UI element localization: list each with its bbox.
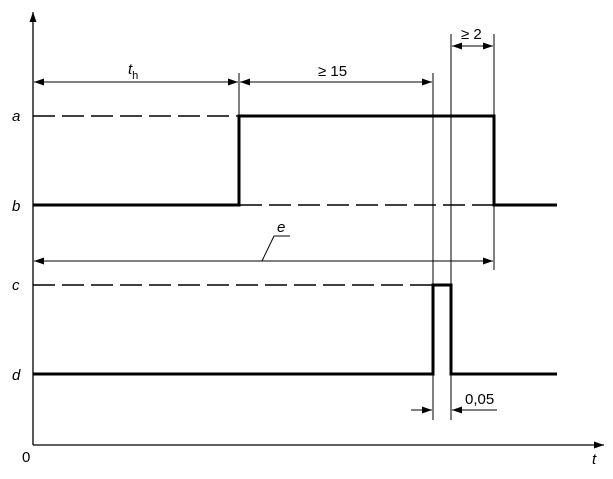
dimension-e-leader — [261, 235, 290, 262]
dimension-th-label: th — [128, 61, 138, 82]
dimension-pulse-label: 0,05 — [465, 391, 494, 408]
level-label-b: b — [12, 198, 20, 215]
dimension-e-label: e — [277, 219, 285, 236]
signal-cd-waveform — [33, 283, 557, 376]
level-label-c: c — [12, 277, 20, 294]
x-axis-label: t — [592, 451, 597, 468]
origin-label: 0 — [22, 449, 30, 466]
signal-ab-waveform — [33, 114, 557, 207]
dimension-2-label: ≥ 2 — [461, 26, 482, 43]
level-label-a: a — [12, 108, 20, 125]
level-label-d: d — [12, 367, 21, 384]
dimension-15-label: ≥ 15 — [318, 63, 347, 80]
dimension-th-subscript: h — [132, 70, 138, 82]
